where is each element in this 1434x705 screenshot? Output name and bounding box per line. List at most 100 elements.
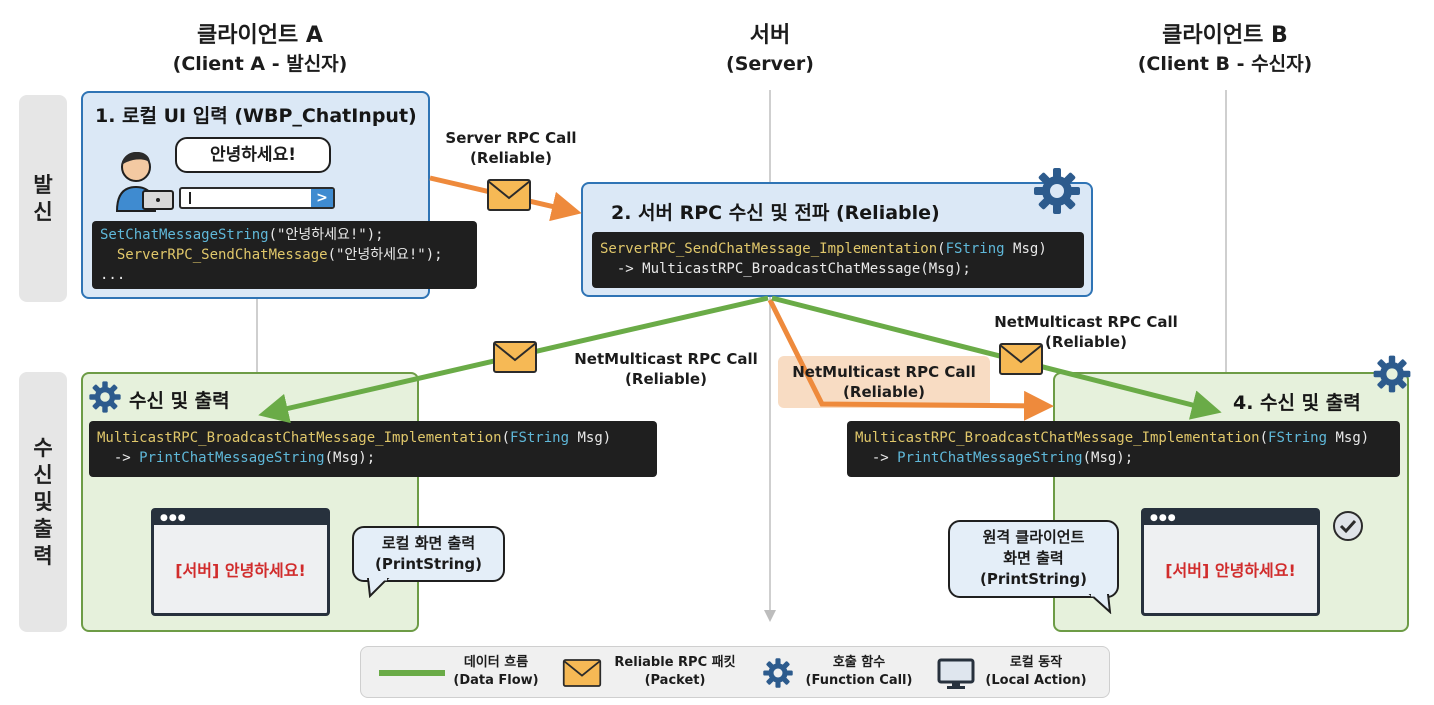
step2-code-l2: -> MulticastRPC_BroadcastChatMessage(Msg… bbox=[600, 261, 971, 277]
gear-icon bbox=[1373, 355, 1411, 393]
legend-data-flow-line1: 데이터 흐름 bbox=[463, 655, 529, 670]
client-a-screen-window: ●●● [서버] 안녕하세요! bbox=[151, 508, 330, 616]
client-b-screen-window: ●●● [서버] 안녕하세요! bbox=[1141, 508, 1320, 616]
client-b-screen-message: [서버] 안녕하세요! bbox=[1165, 561, 1296, 580]
multicast-left-label: NetMulticast RPC Call (Reliable) bbox=[566, 349, 766, 389]
step2-title: 2. 서버 RPC 수신 및 전파 (Reliable) bbox=[611, 202, 940, 224]
remote-output-bubble: 원격 클라이언트 화면 출력 (PrintString) bbox=[948, 520, 1119, 598]
row-receive-char-5: 력 bbox=[33, 543, 53, 568]
step4-code-l2-arrow: -> bbox=[855, 450, 898, 466]
window-title-bar: ●●● bbox=[1144, 511, 1317, 525]
gear-icon bbox=[89, 381, 121, 413]
row-receive-char-4: 출 bbox=[33, 516, 53, 541]
client-b-subtitle: (Client B - 수신자) bbox=[1137, 53, 1313, 75]
step2-code-l1-open: ( bbox=[937, 241, 946, 257]
step3-code-l1-rest: Msg) bbox=[569, 430, 612, 446]
multicast-left-label-line1: NetMulticast RPC Call bbox=[574, 350, 758, 368]
column-title-server: 서버 (Server) bbox=[670, 22, 870, 78]
row-receive-char-1: 수 bbox=[33, 435, 53, 460]
multicast-mid-label: NetMulticast RPC Call (Reliable) bbox=[780, 362, 988, 402]
remote-output-line1: 원격 클라이언트 bbox=[982, 528, 1085, 546]
server-rpc-label-line1: Server RPC Call bbox=[445, 129, 577, 147]
legend-packet: Reliable RPC 패킷 (Packet) bbox=[607, 654, 743, 690]
row-label-send: 발 신 bbox=[19, 95, 67, 302]
client-b-lifeline bbox=[1225, 90, 1227, 510]
legend-packet-line1: Reliable RPC 패킷 bbox=[614, 655, 736, 670]
send-button[interactable]: > bbox=[311, 189, 333, 207]
step1-code-l1-fn: SetChatMessageString bbox=[100, 227, 269, 243]
step3-code-l1-fn: MulticastRPC_BroadcastChatMessage_Implem… bbox=[97, 430, 502, 446]
step4-code-l1-open: ( bbox=[1259, 430, 1269, 446]
step1-code-l3: ... bbox=[100, 267, 126, 283]
legend-data-flow: 데이터 흐름 (Data Flow) bbox=[451, 654, 541, 690]
data-flow-line-icon bbox=[379, 670, 445, 676]
legend-function-call-line2: (Function Call) bbox=[805, 673, 913, 688]
text-cursor bbox=[189, 192, 191, 204]
step4-title: 4. 수신 및 출력 bbox=[1233, 392, 1361, 414]
server-rpc-label-line2: (Reliable) bbox=[470, 149, 552, 167]
step4-code-l1-type: FString bbox=[1268, 430, 1328, 446]
window-dots-icon: ●●● bbox=[160, 513, 187, 523]
step1-code-l1-rest: ("안녕하세요!"); bbox=[268, 227, 384, 243]
server-rpc-label: Server RPC Call (Reliable) bbox=[440, 128, 582, 168]
step4-code-l1-rest: Msg) bbox=[1327, 430, 1370, 446]
bubble-tail bbox=[1088, 594, 1112, 614]
multicast-mid-label-line1: NetMulticast RPC Call bbox=[792, 363, 976, 381]
remote-output-line3: (PrintString) bbox=[979, 570, 1088, 588]
step2-code-l1-type: FString bbox=[945, 241, 1005, 257]
chat-speech-bubble: 안녕하세요! bbox=[175, 137, 331, 173]
step3-code-block: MulticastRPC_BroadcastChatMessage_Implem… bbox=[89, 421, 657, 477]
step4-code-block: MulticastRPC_BroadcastChatMessage_Implem… bbox=[847, 421, 1400, 477]
client-b-title: 클라이언트 B bbox=[1162, 23, 1288, 48]
column-title-client-a: 클라이언트 A (Client A - 발신자) bbox=[120, 22, 400, 78]
step2-panel: 2. 서버 RPC 수신 및 전파 (Reliable) ServerRPC_S… bbox=[581, 182, 1093, 297]
chat-input-field[interactable]: > bbox=[179, 187, 335, 209]
check-circle-icon bbox=[1333, 511, 1363, 541]
legend-local-action-line1: 로컬 동작 bbox=[1009, 655, 1063, 670]
step3-code-l2-fn: PrintChatMessageString bbox=[139, 450, 325, 466]
user-at-laptop-icon bbox=[115, 151, 174, 212]
legend-packet-line2: (Packet) bbox=[644, 673, 706, 688]
envelope-icon bbox=[562, 659, 602, 687]
step1-code-l2-rest: ("안녕하세요!"); bbox=[327, 247, 443, 263]
legend: 데이터 흐름 (Data Flow) Reliable RPC 패킷 (Pack… bbox=[360, 646, 1110, 698]
client-a-subtitle: (Client A - 발신자) bbox=[172, 53, 348, 75]
window-title-bar: ●●● bbox=[154, 511, 327, 525]
step2-code-l1-rest: Msg) bbox=[1004, 241, 1047, 257]
legend-local-action: 로컬 동작 (Local Action) bbox=[981, 654, 1091, 690]
server-subtitle: (Server) bbox=[726, 53, 814, 75]
column-title-client-b: 클라이언트 B (Client B - 수신자) bbox=[1085, 22, 1365, 78]
step4-code-l2-rest: (Msg); bbox=[1082, 450, 1134, 466]
bubble-tail bbox=[366, 578, 390, 598]
row-receive-char-2: 신 bbox=[33, 462, 53, 487]
step1-code-l2-fn: ServerRPC_SendChatMessage bbox=[116, 247, 328, 263]
server-title: 서버 bbox=[749, 23, 791, 48]
step1-panel: 1. 로컬 UI 입력 (WBP_ChatInput) 안녕하세요! > Set… bbox=[81, 91, 477, 299]
envelope-icon bbox=[493, 341, 537, 373]
step3-code-l1-type: FString bbox=[510, 430, 570, 446]
legend-local-action-line2: (Local Action) bbox=[985, 673, 1087, 688]
multicast-mid-label-line2: (Reliable) bbox=[843, 383, 925, 401]
gear-icon bbox=[763, 658, 793, 688]
chat-bubble-text: 안녕하세요! bbox=[210, 145, 296, 165]
legend-data-flow-line2: (Data Flow) bbox=[453, 673, 539, 688]
multicast-right-label-line2: (Reliable) bbox=[1045, 333, 1127, 351]
multicast-right-label: NetMulticast RPC Call (Reliable) bbox=[986, 312, 1186, 352]
server-lifeline bbox=[764, 90, 776, 622]
row-send-char-2: 신 bbox=[33, 199, 53, 224]
send-button-icon: > bbox=[316, 190, 328, 206]
step3-code-l2-rest: (Msg); bbox=[324, 450, 376, 466]
legend-function-call: 호출 함수 (Function Call) bbox=[799, 654, 919, 690]
local-output-bubble: 로컬 화면 출력 (PrintString) bbox=[352, 526, 505, 582]
step3-code-l1-open: ( bbox=[501, 430, 511, 446]
step4-code-l1-fn: MulticastRPC_BroadcastChatMessage_Implem… bbox=[855, 430, 1260, 446]
legend-function-call-line1: 호출 함수 bbox=[832, 655, 886, 670]
step2-code-block: ServerRPC_SendChatMessage_Implementation… bbox=[592, 232, 1084, 288]
row-label-receive: 수 신 및 출 력 bbox=[19, 372, 67, 632]
envelope-icon bbox=[999, 343, 1043, 375]
multicast-right-label-line1: NetMulticast RPC Call bbox=[994, 313, 1178, 331]
step1-title: 1. 로컬 UI 입력 (WBP_ChatInput) bbox=[95, 105, 417, 127]
multicast-left-label-line2: (Reliable) bbox=[625, 370, 707, 388]
multicast-mid-arrow bbox=[767, 298, 1054, 421]
step3-title: 수신 및 출력 bbox=[129, 390, 230, 412]
